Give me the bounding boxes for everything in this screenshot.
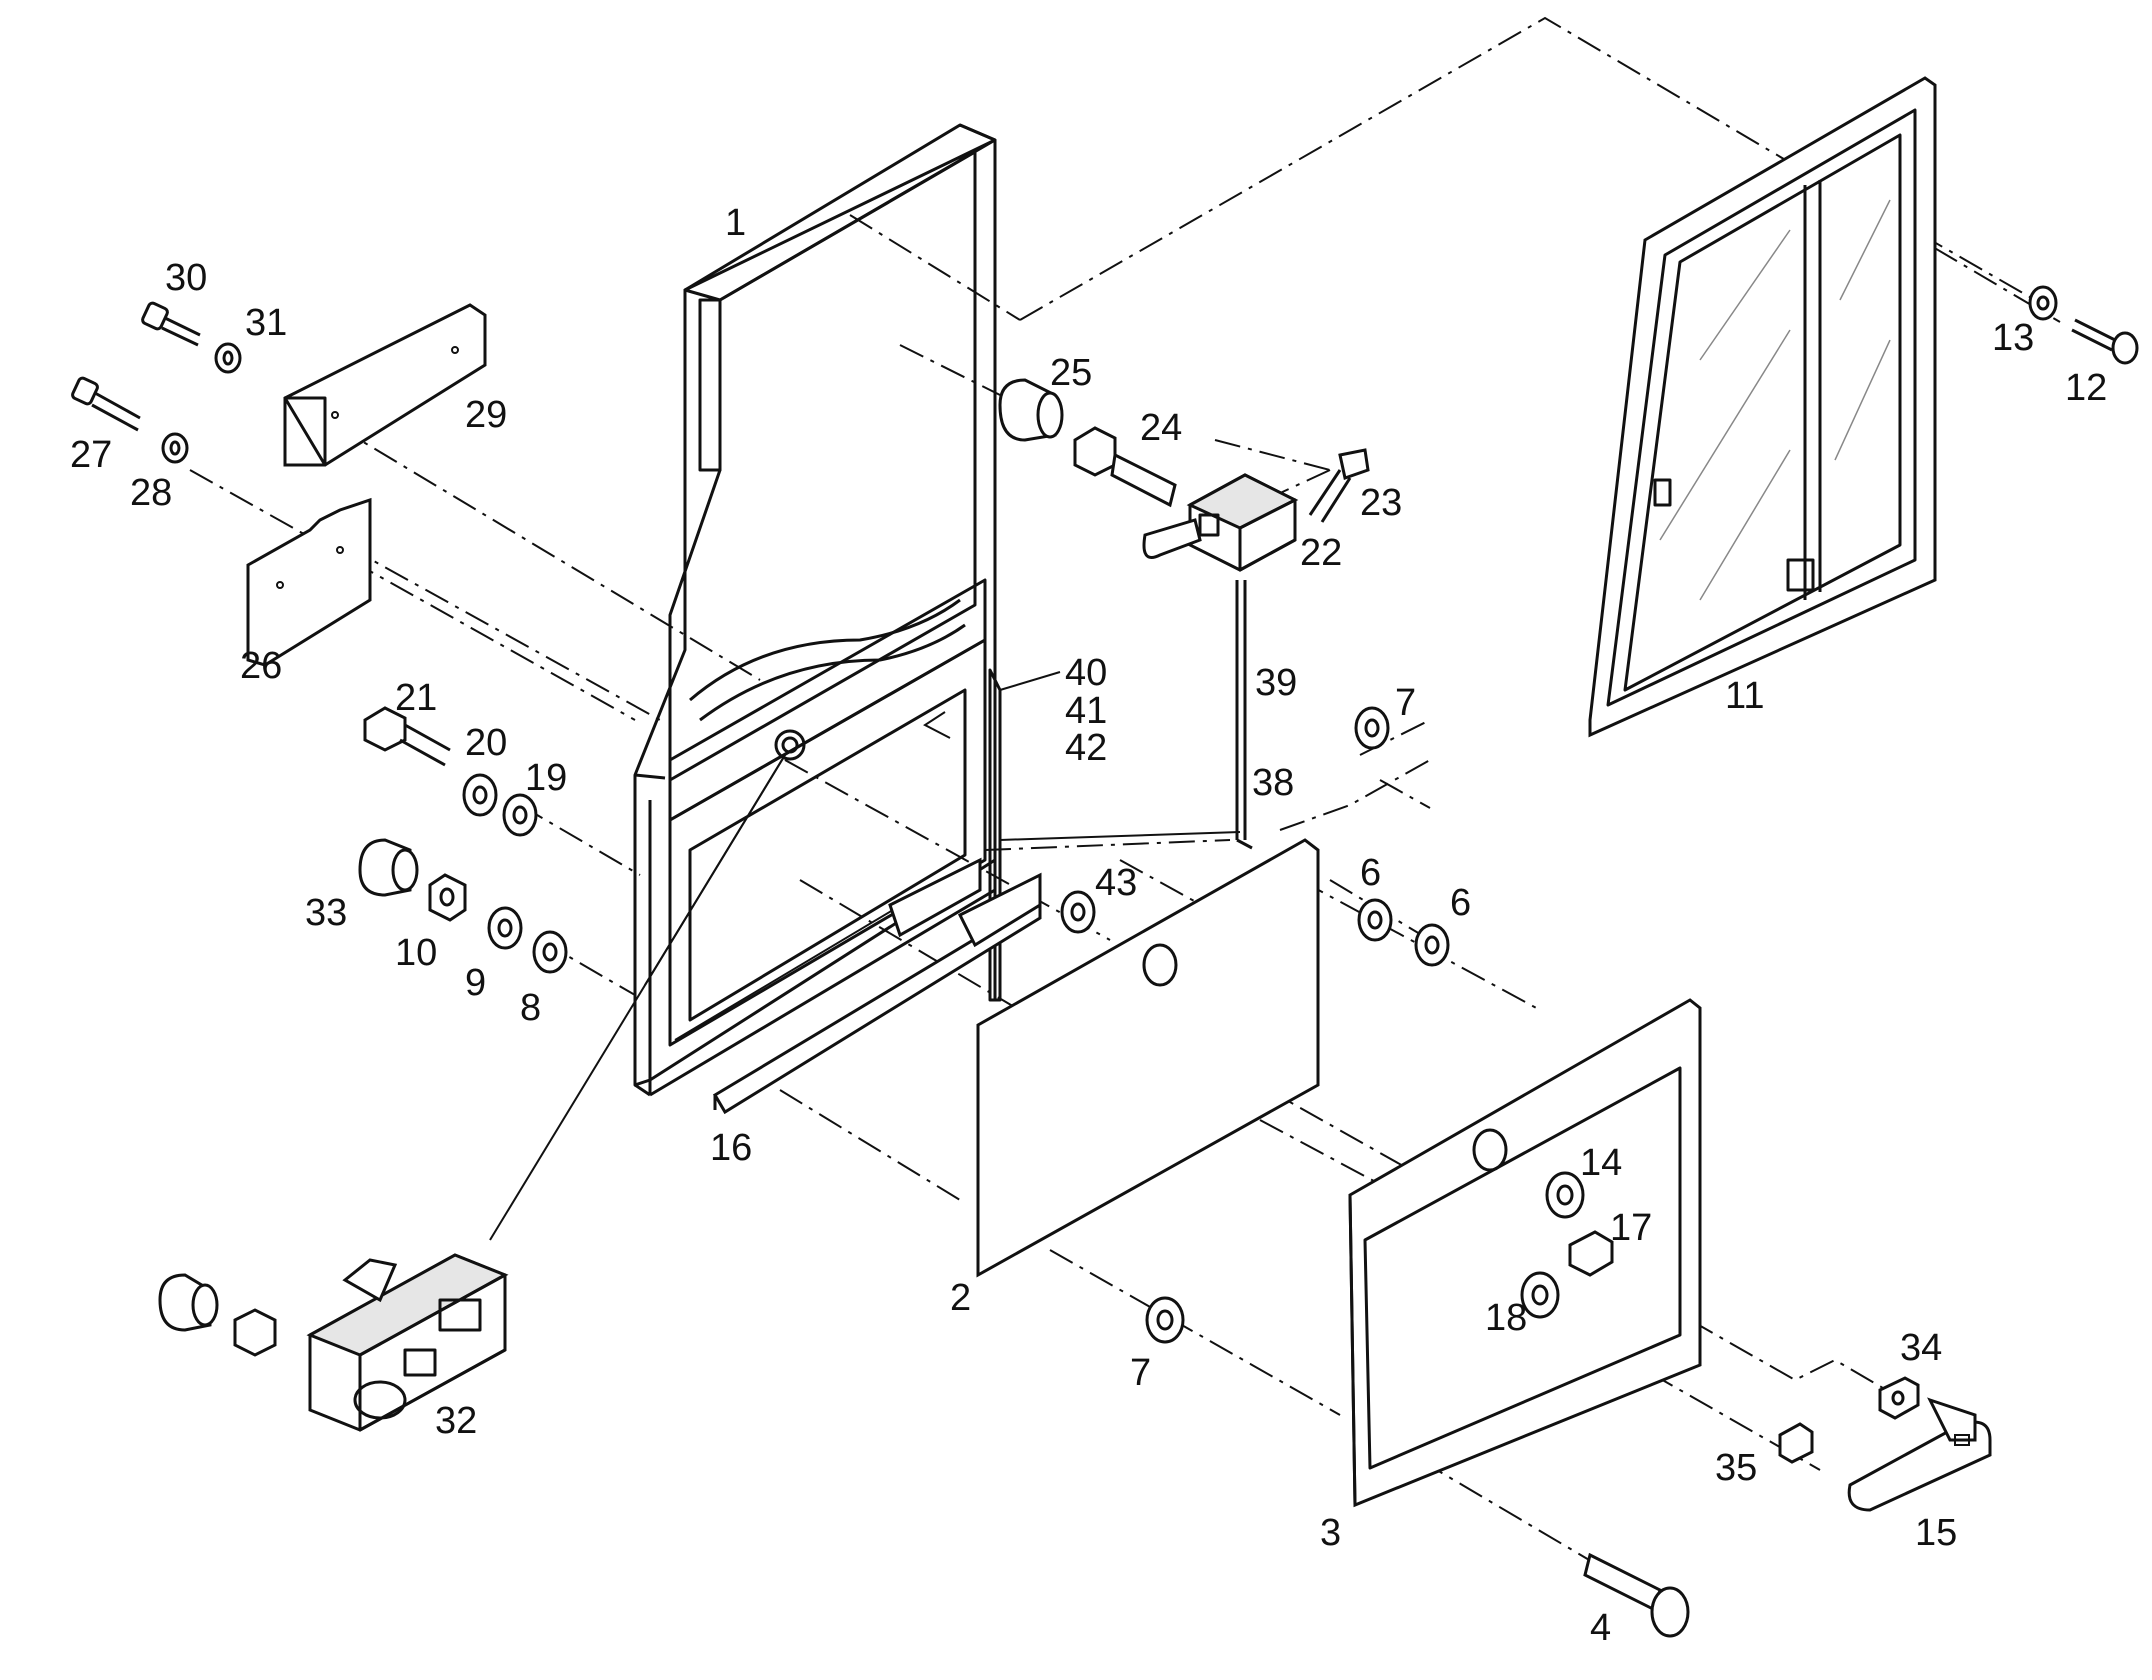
strip-16 bbox=[712, 897, 1042, 1115]
label-part-31: 31 bbox=[245, 302, 287, 344]
lock-32 bbox=[306, 1253, 509, 1432]
label-part-42: 42 bbox=[1065, 727, 1107, 769]
washer-8 bbox=[532, 930, 568, 974]
washer-19 bbox=[502, 793, 538, 837]
leader-40 bbox=[999, 671, 1061, 691]
label-part-8: 8 bbox=[520, 987, 541, 1029]
label-part-3: 3 bbox=[1320, 1512, 1341, 1554]
bolt-30 bbox=[141, 301, 201, 347]
washer-9 bbox=[487, 906, 523, 950]
leader-38 bbox=[999, 831, 1241, 841]
label-part-4: 4 bbox=[1590, 1607, 1611, 1649]
label-part-14: 14 bbox=[1580, 1142, 1622, 1184]
plate-26 bbox=[246, 497, 372, 667]
label-part-39: 39 bbox=[1255, 662, 1297, 704]
label-part-33: 33 bbox=[305, 892, 347, 934]
label-part-43: 43 bbox=[1095, 862, 1137, 904]
leader-32b bbox=[644, 754, 786, 986]
nut-10 bbox=[428, 873, 467, 922]
bolt-24 bbox=[1073, 426, 1177, 508]
bolt-27 bbox=[71, 376, 141, 432]
label-part-32: 32 bbox=[435, 1400, 477, 1442]
screw-4 bbox=[1583, 1552, 1690, 1638]
cap-nut-25 bbox=[998, 378, 1064, 442]
label-part-17: 17 bbox=[1610, 1207, 1652, 1249]
latch-22 bbox=[1142, 473, 1299, 572]
label-part-29: 29 bbox=[465, 394, 507, 436]
door-frame bbox=[633, 123, 1002, 1097]
clip-35 bbox=[1778, 1422, 1814, 1464]
rod-38-39 bbox=[1235, 580, 1253, 850]
bolt-21 bbox=[363, 706, 451, 767]
washer-43 bbox=[1060, 890, 1096, 934]
washer-18 bbox=[1520, 1271, 1560, 1319]
label-part-12: 12 bbox=[2065, 367, 2107, 409]
escutcheon-34 bbox=[1878, 1376, 1920, 1420]
label-part-30: 30 bbox=[165, 257, 207, 299]
washer-13 bbox=[2028, 285, 2058, 321]
label-part-18: 18 bbox=[1485, 1297, 1527, 1339]
label-part-13: 13 bbox=[1992, 317, 2034, 359]
washer-6a bbox=[1357, 898, 1393, 942]
washer-31 bbox=[214, 342, 242, 374]
label-part-20: 20 bbox=[465, 722, 507, 764]
label-part-1: 1 bbox=[725, 202, 746, 244]
label-part-38: 38 bbox=[1252, 762, 1294, 804]
washer-14 bbox=[1545, 1171, 1585, 1219]
label-part-19: 19 bbox=[525, 757, 567, 799]
lock-nut bbox=[233, 1308, 277, 1357]
washer-20 bbox=[462, 773, 498, 817]
window-11 bbox=[1588, 76, 1937, 738]
handle-15 bbox=[1847, 1397, 1992, 1512]
label-part-6a: 6 bbox=[1360, 852, 1381, 894]
lock-cap-nut bbox=[158, 1273, 219, 1332]
label-part-2: 2 bbox=[950, 1277, 971, 1319]
leader-arrow-40 bbox=[923, 711, 951, 739]
bolt-23 bbox=[1308, 448, 1370, 523]
label-part-10: 10 bbox=[395, 932, 437, 974]
washer-7-upper bbox=[1354, 706, 1390, 750]
label-part-23: 23 bbox=[1360, 482, 1402, 524]
label-part-41: 41 bbox=[1065, 690, 1107, 732]
label-part-35: 35 bbox=[1715, 1447, 1757, 1489]
label-part-24: 24 bbox=[1140, 407, 1182, 449]
block-17 bbox=[1568, 1230, 1614, 1277]
screw-12 bbox=[2071, 318, 2139, 365]
label-part-7-lower: 7 bbox=[1130, 1352, 1151, 1394]
label-part-34: 34 bbox=[1900, 1327, 1942, 1369]
label-part-26: 26 bbox=[240, 645, 282, 687]
label-part-27: 27 bbox=[70, 434, 112, 476]
bracket bbox=[888, 857, 1042, 948]
washer-28 bbox=[161, 432, 189, 464]
panel-2 bbox=[976, 838, 1320, 1278]
label-part-22: 22 bbox=[1300, 532, 1342, 574]
label-part-15: 15 bbox=[1915, 1512, 1957, 1554]
cap-nut-33 bbox=[358, 838, 419, 897]
label-part-25: 25 bbox=[1050, 352, 1092, 394]
plate-29 bbox=[283, 303, 487, 467]
washer-6b bbox=[1414, 923, 1450, 967]
label-part-21: 21 bbox=[395, 677, 437, 719]
label-part-16: 16 bbox=[710, 1127, 752, 1169]
label-part-11: 11 bbox=[1725, 675, 1764, 717]
label-part-9: 9 bbox=[465, 962, 486, 1004]
washer-7-lower bbox=[1145, 1296, 1185, 1344]
label-part-40: 40 bbox=[1065, 652, 1107, 694]
panel-3 bbox=[1348, 998, 1702, 1508]
label-part-6b: 6 bbox=[1450, 882, 1471, 924]
label-part-28: 28 bbox=[130, 472, 172, 514]
label-part-7-upper: 7 bbox=[1395, 682, 1416, 724]
